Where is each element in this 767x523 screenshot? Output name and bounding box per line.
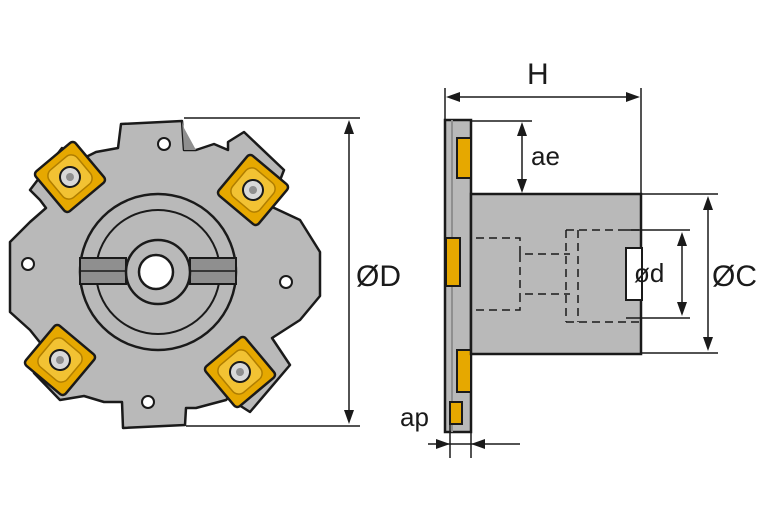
label-ae: ae	[531, 141, 560, 171]
insert-side-1	[456, 137, 472, 179]
insert-side-4	[449, 401, 463, 425]
label-h: H	[527, 58, 549, 91]
label-ap: ap	[400, 402, 429, 432]
front-view: ØD	[8, 117, 401, 430]
label-oc: ØC	[712, 260, 757, 293]
bore-opening	[625, 247, 643, 301]
insert-top-right	[216, 153, 290, 227]
insert-side-3	[456, 349, 472, 393]
label-od-inner: ød	[634, 258, 664, 288]
insert-bottom-right	[203, 335, 277, 409]
insert-bottom-left	[23, 323, 97, 397]
hole-top	[157, 137, 171, 151]
insert-side-2	[445, 237, 461, 287]
hole-bottom	[141, 395, 155, 409]
label-od-outer: ØD	[356, 260, 401, 293]
hub-section	[469, 192, 643, 356]
side-view: H ae ØC ød ap	[400, 58, 757, 458]
hole-left	[21, 257, 35, 271]
hole-right	[279, 275, 293, 289]
insert-top-left	[33, 140, 107, 214]
center-bore	[137, 253, 175, 291]
